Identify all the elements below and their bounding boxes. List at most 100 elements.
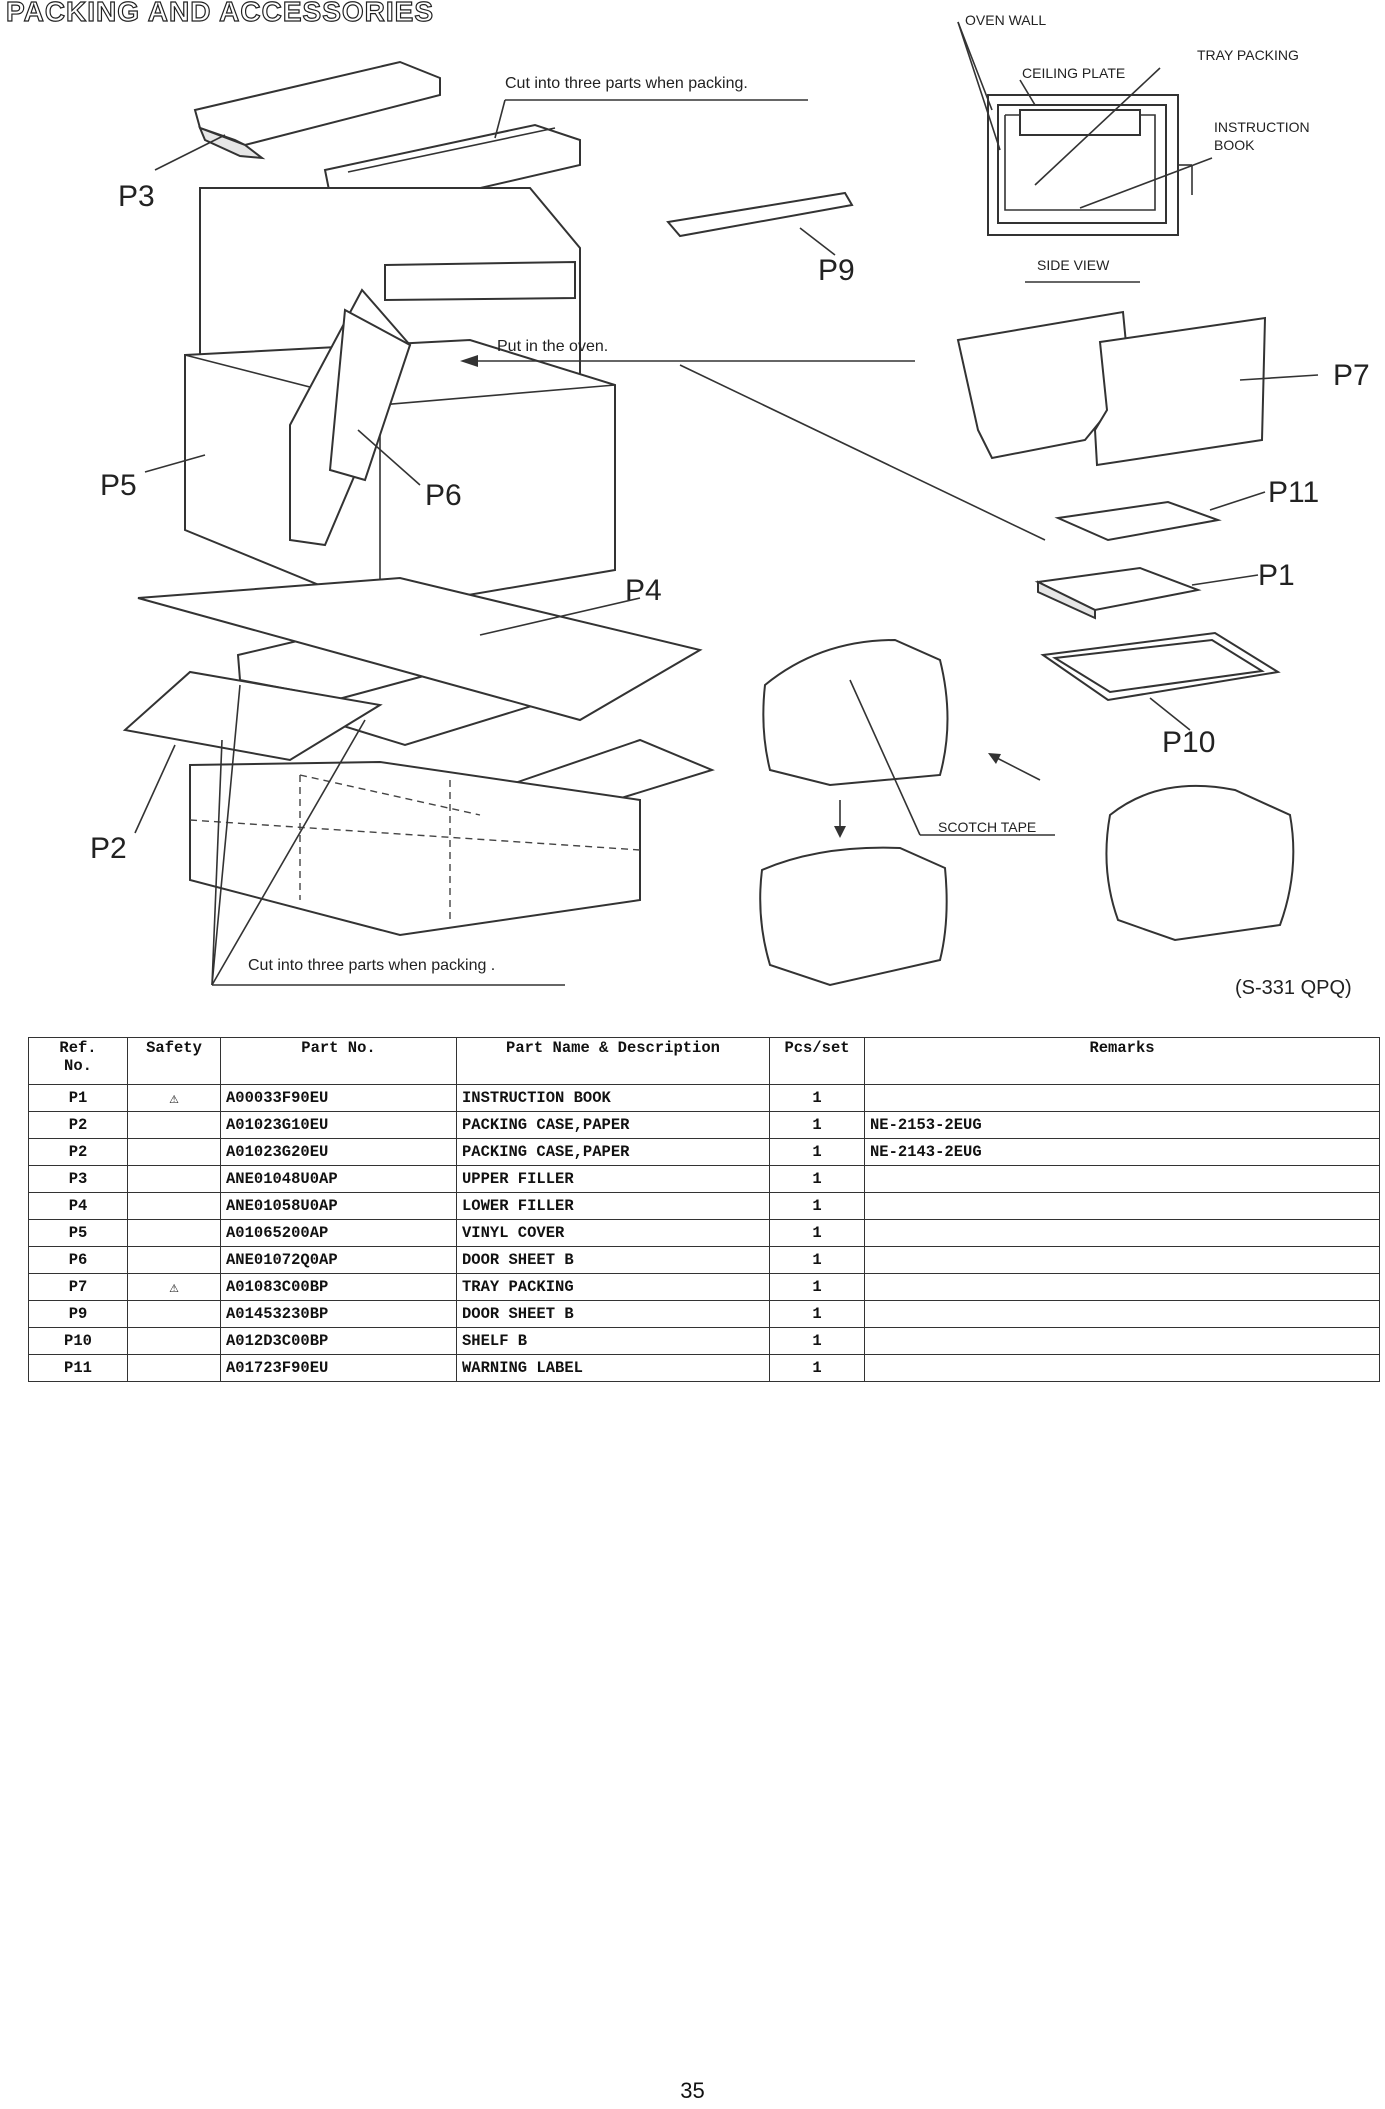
cell-safety: [127, 1246, 221, 1274]
packing-exploded-diagram: P3 P9 P7 P5 P6 P11 P4 P1 P10 P2 Cut into…: [90, 12, 1370, 999]
cell-name: VINYL COVER: [456, 1219, 770, 1247]
packing-case-p2: [122, 576, 715, 937]
note-cut-bottom: Cut into three parts when packing .: [248, 957, 495, 974]
cell-part-no: A01023G10EU: [220, 1111, 457, 1139]
cell-part-no: A01023G20EU: [220, 1138, 457, 1166]
cell-remarks: NE-2143-2EUG: [864, 1138, 1380, 1166]
cell-remarks: [864, 1246, 1380, 1274]
cell-name: SHELF B: [456, 1327, 770, 1355]
cell-name: WARNING LABEL: [456, 1354, 770, 1382]
cell-pcs: 1: [769, 1354, 865, 1382]
label-p4: P4: [625, 574, 662, 607]
cell-ref: P10: [28, 1327, 128, 1355]
header-name: Part Name & Description: [456, 1037, 770, 1085]
label-tray-packing: TRAY PACKING: [1197, 47, 1299, 63]
cell-ref: P2: [28, 1111, 128, 1139]
cell-part-no: ANE01058U0AP: [220, 1192, 457, 1220]
door-sheet-p9: [666, 191, 854, 238]
note-scotch-tape: SCOTCH TAPE: [938, 819, 1036, 835]
label-p11: P11: [1268, 476, 1319, 509]
cell-name: PACKING CASE,PAPER: [456, 1138, 770, 1166]
cell-safety: [127, 1300, 221, 1328]
cell-ref: P6: [28, 1246, 128, 1274]
cell-name: TRAY PACKING: [456, 1273, 770, 1301]
door-sheet-p6: [289, 288, 412, 547]
cell-safety: [127, 1138, 221, 1166]
cell-safety: [127, 1354, 221, 1382]
cell-name: DOOR SHEET B: [456, 1246, 770, 1274]
label-side-view: SIDE VIEW: [1037, 257, 1110, 273]
cell-remarks: [864, 1300, 1380, 1328]
cell-part-no: A012D3C00BP: [220, 1327, 457, 1355]
cell-pcs: 1: [769, 1246, 865, 1274]
cell-remarks: [864, 1327, 1380, 1355]
cell-ref: P11: [28, 1354, 128, 1382]
oven-side-view: [987, 94, 1193, 236]
label-instruction-line1: INSTRUCTION: [1214, 119, 1310, 135]
label-ceiling-plate: CEILING PLATE: [1022, 65, 1125, 81]
header-pcs: Pcs/set: [769, 1037, 865, 1085]
label-p3: P3: [118, 180, 155, 213]
cell-ref: P1: [28, 1084, 128, 1112]
tray-packing-p7: [956, 310, 1267, 467]
cell-remarks: [864, 1165, 1380, 1193]
cell-remarks: [864, 1219, 1380, 1247]
cell-part-no: A01083C00BP: [220, 1273, 457, 1301]
label-p10: P10: [1162, 726, 1215, 759]
leader-lines: [134, 21, 1319, 986]
label-instruction-line2: BOOK: [1214, 137, 1255, 153]
cell-part-no: ANE01072Q0AP: [220, 1246, 457, 1274]
cell-safety: ⚠: [127, 1273, 221, 1301]
page-title: PACKING AND ACCESSORIES: [5, 0, 435, 28]
cell-ref: P7: [28, 1273, 128, 1301]
model-code: (S-331 QPQ): [1235, 977, 1352, 999]
parts-table-header: Ref.No. Safety Part No. Part Name & Desc…: [28, 1037, 1380, 1085]
label-p6: P6: [425, 479, 462, 512]
cell-name: DOOR SHEET B: [456, 1300, 770, 1328]
cell-safety: ⚠: [127, 1084, 221, 1112]
vinyl-cover-p5: [184, 187, 616, 612]
cell-safety: [127, 1165, 221, 1193]
cell-name: INSTRUCTION BOOK: [456, 1084, 770, 1112]
label-p9: P9: [818, 254, 855, 287]
cell-ref: P3: [28, 1165, 128, 1193]
warning-label-p11: [1054, 500, 1222, 542]
cell-pcs: 1: [769, 1084, 865, 1112]
shelf-p10: [1040, 631, 1281, 702]
arrows: [460, 355, 1046, 838]
cell-pcs: 1: [769, 1165, 865, 1193]
cell-part-no: A01065200AP: [220, 1219, 457, 1247]
wrapped-oven-bundles: [759, 638, 1295, 987]
label-p1: P1: [1258, 559, 1295, 592]
header-ref: Ref.No.: [28, 1037, 128, 1085]
header-part-no: Part No.: [220, 1037, 457, 1085]
cell-remarks: [864, 1192, 1380, 1220]
page-number: 35: [680, 2078, 705, 2103]
note-cut-top: Cut into three parts when packing.: [505, 75, 748, 92]
header-remarks: Remarks: [864, 1037, 1380, 1085]
cell-remarks: NE-2153-2EUG: [864, 1111, 1380, 1139]
cell-ref: P5: [28, 1219, 128, 1247]
cell-remarks: [864, 1273, 1380, 1301]
cell-pcs: 1: [769, 1327, 865, 1355]
note-put-in-oven: Put in the oven.: [497, 338, 608, 355]
cell-remarks: [864, 1084, 1380, 1112]
label-p7: P7: [1333, 359, 1370, 392]
cell-ref: P2: [28, 1138, 128, 1166]
label-p5: P5: [100, 469, 137, 502]
cell-pcs: 1: [769, 1192, 865, 1220]
cell-ref: P4: [28, 1192, 128, 1220]
cell-pcs: 1: [769, 1273, 865, 1301]
cell-part-no: A01453230BP: [220, 1300, 457, 1328]
cell-safety: [127, 1327, 221, 1355]
cell-part-no: ANE01048U0AP: [220, 1165, 457, 1193]
